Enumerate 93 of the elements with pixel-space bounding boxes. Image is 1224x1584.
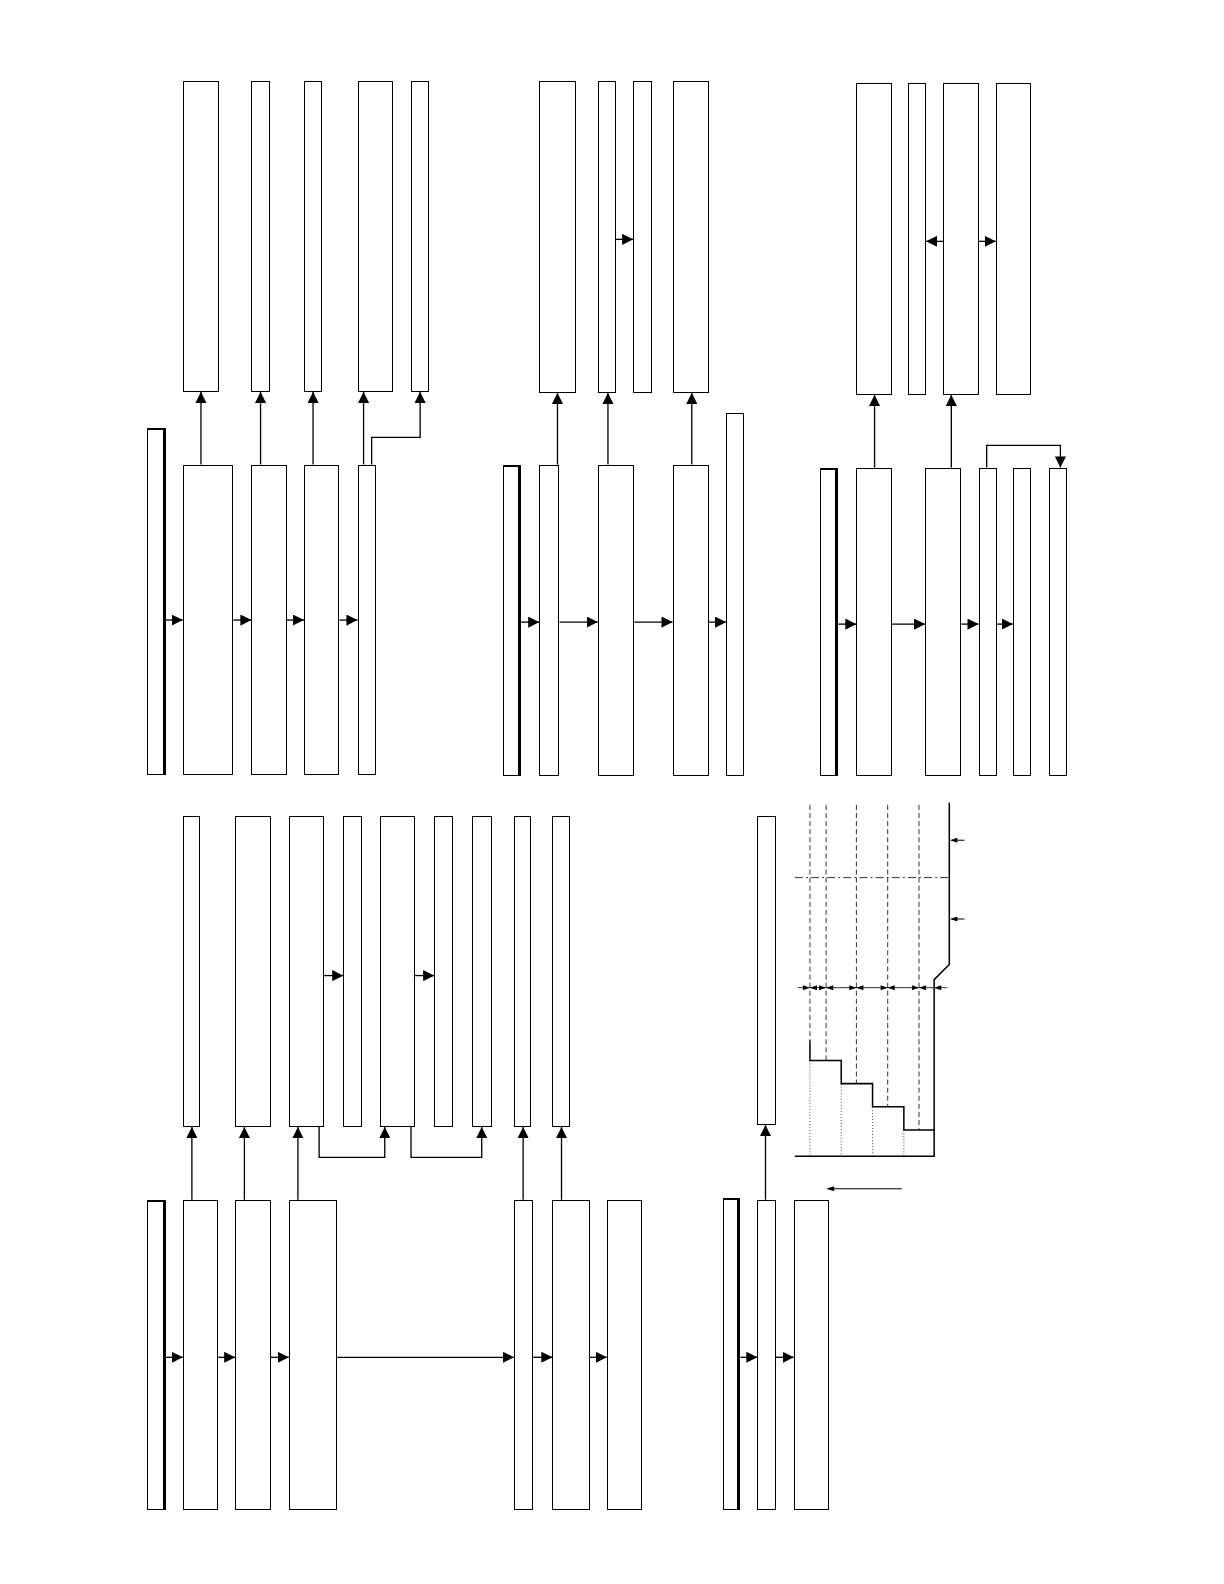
empty-box bbox=[288, 816, 325, 1128]
arrow bbox=[945, 394, 957, 469]
empty-box bbox=[182, 80, 220, 392]
arrow bbox=[977, 235, 997, 247]
empty-box bbox=[539, 464, 560, 776]
arrow bbox=[307, 391, 319, 466]
arrow bbox=[238, 1126, 250, 1201]
arrow bbox=[410, 1126, 488, 1158]
arrow bbox=[414, 970, 435, 982]
empty-box bbox=[182, 1199, 219, 1510]
arrow bbox=[869, 394, 881, 469]
empty-box bbox=[793, 1199, 830, 1510]
empty-box bbox=[726, 413, 745, 776]
empty-box bbox=[597, 464, 635, 776]
empty-box bbox=[411, 80, 430, 392]
arrow bbox=[602, 392, 614, 466]
empty-box bbox=[820, 467, 839, 776]
empty-box bbox=[502, 464, 522, 776]
arrow bbox=[517, 1126, 529, 1201]
empty-box bbox=[757, 816, 776, 1125]
arrow bbox=[232, 614, 253, 626]
empty-box bbox=[235, 1199, 271, 1510]
arrow bbox=[686, 392, 698, 466]
empty-box bbox=[633, 80, 653, 393]
empty-box bbox=[723, 1197, 741, 1510]
arrow bbox=[759, 1124, 772, 1201]
arrow bbox=[520, 616, 540, 628]
empty-box bbox=[471, 816, 492, 1128]
empty-box bbox=[182, 464, 234, 775]
arrow bbox=[589, 1351, 608, 1363]
empty-box bbox=[514, 1199, 534, 1510]
empty-box bbox=[379, 816, 416, 1128]
arrow bbox=[996, 618, 1014, 630]
empty-box bbox=[1012, 467, 1032, 776]
empty-box bbox=[552, 1199, 590, 1510]
arrow bbox=[292, 1126, 304, 1201]
empty-box bbox=[552, 816, 570, 1128]
arrow bbox=[633, 616, 674, 628]
arrow bbox=[270, 1351, 290, 1363]
empty-box bbox=[943, 82, 979, 395]
empty-box bbox=[757, 1199, 776, 1510]
arrow bbox=[615, 233, 634, 245]
arrow bbox=[217, 1351, 236, 1363]
empty-box bbox=[147, 428, 166, 775]
empty-box bbox=[251, 80, 270, 392]
arrow bbox=[986, 444, 1066, 469]
empty-box bbox=[434, 816, 454, 1128]
empty-box bbox=[978, 467, 997, 776]
empty-box bbox=[303, 80, 323, 392]
arrow bbox=[708, 616, 727, 628]
arrow bbox=[338, 614, 359, 626]
arrow bbox=[960, 618, 980, 630]
arrow bbox=[186, 1126, 198, 1201]
arrow bbox=[837, 618, 858, 630]
empty-box bbox=[357, 464, 376, 775]
empty-box bbox=[1049, 467, 1068, 776]
arrow bbox=[195, 391, 207, 466]
empty-box bbox=[907, 82, 927, 395]
empty-box bbox=[856, 82, 892, 395]
empty-box bbox=[606, 1199, 643, 1510]
arrow bbox=[739, 1351, 759, 1363]
arrow bbox=[891, 618, 926, 630]
empty-box bbox=[856, 467, 892, 776]
empty-box bbox=[514, 816, 532, 1128]
arrow bbox=[318, 1126, 391, 1158]
empty-box bbox=[672, 464, 709, 776]
empty-box bbox=[343, 816, 362, 1128]
arrow bbox=[558, 616, 599, 628]
arrow bbox=[532, 1351, 554, 1363]
empty-box bbox=[235, 816, 271, 1128]
arrow bbox=[164, 614, 184, 626]
empty-box bbox=[357, 80, 393, 392]
arrow bbox=[774, 1351, 795, 1363]
arrow bbox=[286, 614, 305, 626]
empty-box bbox=[147, 1199, 166, 1510]
arrow bbox=[164, 1351, 184, 1363]
arrow bbox=[255, 391, 267, 466]
arrow bbox=[555, 1126, 568, 1201]
empty-box bbox=[251, 464, 287, 775]
empty-box bbox=[672, 80, 709, 393]
arrow bbox=[371, 391, 426, 466]
empty-box bbox=[925, 467, 962, 776]
arrow bbox=[323, 970, 345, 982]
empty-box bbox=[288, 1199, 338, 1510]
arrow bbox=[551, 392, 563, 466]
arrow bbox=[358, 391, 370, 466]
arrow bbox=[336, 1351, 515, 1363]
empty-box bbox=[303, 464, 340, 775]
empty-box bbox=[597, 80, 617, 393]
arrow bbox=[925, 235, 944, 247]
empty-box bbox=[539, 80, 576, 393]
empty-box bbox=[182, 816, 200, 1128]
empty-box bbox=[995, 82, 1032, 395]
